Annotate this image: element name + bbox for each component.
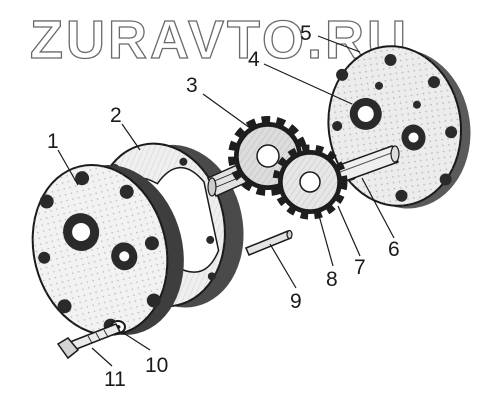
leader-line-7 <box>337 205 361 257</box>
leader-line-11 <box>91 347 113 367</box>
front-cover-plate <box>31 164 184 336</box>
callout-11: 11 <box>104 368 126 391</box>
leader-line-3 <box>202 93 251 129</box>
leader-line-10 <box>121 331 151 351</box>
leader-line-6 <box>361 177 395 239</box>
leader-lines <box>57 35 395 367</box>
leader-line-9 <box>269 243 297 289</box>
callout-10: 10 <box>145 354 168 377</box>
callout-8: 8 <box>326 268 338 291</box>
callout-5: 5 <box>300 22 312 45</box>
bolt <box>56 323 122 360</box>
leader-line-8 <box>317 211 334 267</box>
callout-2: 2 <box>110 104 122 127</box>
callout-1: 1 <box>47 130 59 153</box>
leader-line-2 <box>121 123 141 151</box>
driven-gear <box>272 144 348 220</box>
watermark-text: ZURAVTO.RU <box>30 10 409 70</box>
leader-line-4 <box>263 63 353 105</box>
callout-6: 6 <box>388 238 400 261</box>
leader-line-1 <box>57 149 79 186</box>
callout-4: 4 <box>248 48 260 71</box>
leader-line-5 <box>317 35 361 53</box>
callout-3: 3 <box>186 74 198 97</box>
callout-7: 7 <box>354 256 366 279</box>
dowel-pin <box>245 229 293 256</box>
callout-9: 9 <box>290 290 302 313</box>
